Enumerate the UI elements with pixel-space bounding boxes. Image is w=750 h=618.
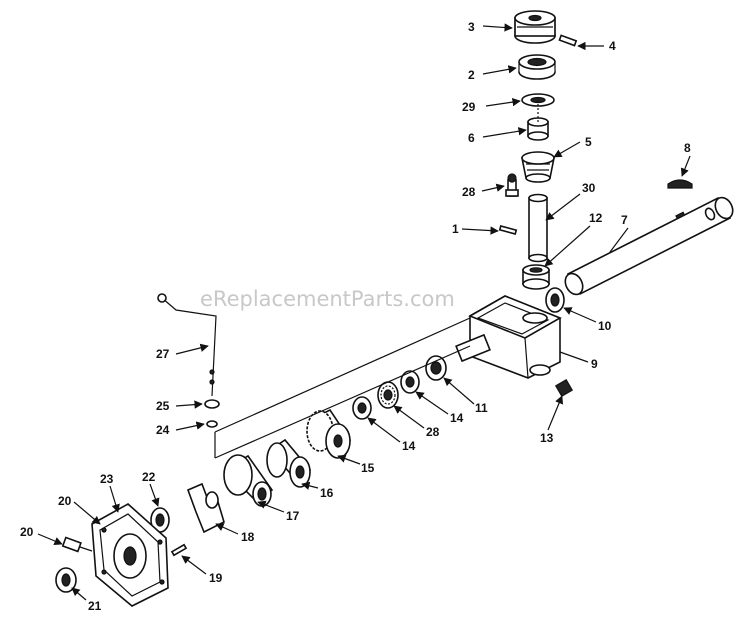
svg-text:1: 1 <box>452 222 459 236</box>
part-shift-lever <box>157 293 217 397</box>
part-vertical-shaft <box>528 193 548 263</box>
callout-21: 20 <box>58 494 101 525</box>
callout-4: 4 <box>577 39 616 53</box>
part-spur-gear <box>306 408 352 459</box>
callout-3: 3 <box>468 20 513 34</box>
part-roll-pin <box>170 543 188 557</box>
part-cover-plate <box>91 503 169 607</box>
svg-text:23: 23 <box>100 472 114 486</box>
part-thrust-washer-lower <box>352 396 372 420</box>
svg-text:28: 28 <box>426 425 440 439</box>
svg-text:8: 8 <box>684 141 691 155</box>
svg-text:3: 3 <box>468 20 475 34</box>
svg-text:6: 6 <box>468 131 475 145</box>
callout-20: 20 <box>20 525 63 545</box>
svg-text:29: 29 <box>462 100 476 114</box>
callout-1: 1 <box>452 222 499 236</box>
svg-text:24: 24 <box>156 423 170 437</box>
svg-text:2: 2 <box>468 68 475 82</box>
svg-text:14: 14 <box>450 411 464 425</box>
callout-26: 25 <box>156 399 203 413</box>
svg-text:28: 28 <box>462 185 476 199</box>
part-grease-fitting <box>505 173 519 197</box>
svg-text:7: 7 <box>621 213 628 227</box>
callout-16: 16 <box>301 481 334 500</box>
callout-13: 13 <box>540 395 564 445</box>
svg-text:20: 20 <box>20 525 34 539</box>
callout-25: 24 <box>156 421 205 437</box>
part-collar <box>266 438 312 488</box>
callout-11: 11 <box>443 377 488 415</box>
callout-12: 12 <box>544 211 603 267</box>
svg-text:11: 11 <box>475 401 488 415</box>
svg-text:21: 21 <box>88 599 102 613</box>
svg-text:13: 13 <box>540 431 554 445</box>
part-bearing-upper <box>518 54 556 80</box>
svg-text:14: 14 <box>402 439 416 453</box>
part-shift-fork <box>186 482 225 534</box>
part-pin <box>498 225 518 235</box>
callout-30: 29 <box>462 97 521 114</box>
callout-10: 10 <box>563 307 612 333</box>
callout-27: 27 <box>156 343 209 361</box>
svg-text:22: 22 <box>142 470 156 484</box>
part-oil-seal <box>55 567 77 593</box>
svg-text:20: 20 <box>58 494 72 508</box>
part-gear-housing <box>455 295 562 379</box>
callout-14-upper: 14 <box>415 391 464 425</box>
svg-text:4: 4 <box>609 39 616 53</box>
svg-text:16: 16 <box>320 486 334 500</box>
svg-text:9: 9 <box>591 357 598 371</box>
svg-text:19: 19 <box>209 571 223 585</box>
part-thrust-bearing <box>377 381 399 409</box>
callout-7: 7 <box>609 213 629 253</box>
svg-text:5: 5 <box>585 135 592 149</box>
part-clutch-cone <box>223 454 274 507</box>
callout-5: 5 <box>553 135 592 158</box>
callout-19: 19 <box>181 555 223 585</box>
callout-15: 15 <box>337 454 375 475</box>
part-plug <box>554 378 574 398</box>
callout-29: 28 <box>462 183 505 199</box>
callout-18: 18 <box>215 523 255 544</box>
assembly-centerlines <box>214 100 539 459</box>
callout-6: 6 <box>468 127 527 145</box>
svg-text:10: 10 <box>598 319 612 333</box>
callout-8: 8 <box>680 141 691 177</box>
svg-text:15: 15 <box>361 461 375 475</box>
part-key <box>558 34 578 47</box>
callout-14-lower: 14 <box>367 417 416 453</box>
part-seal <box>545 287 565 313</box>
part-bearing-right <box>425 355 447 381</box>
watermark-text: eReplacementParts.com <box>200 287 455 311</box>
part-pulley <box>514 10 556 44</box>
callout-2: 2 <box>468 65 517 82</box>
svg-text:25: 25 <box>156 399 170 413</box>
part-thrust-washer-upper <box>400 370 420 394</box>
callout-9: 9 <box>559 351 598 371</box>
svg-text:17: 17 <box>286 509 300 523</box>
callout-23: 22 <box>142 470 160 507</box>
callout-22: 21 <box>71 587 102 613</box>
part-horizontal-tube <box>564 196 734 296</box>
callout-31: 30 <box>545 181 596 221</box>
callout-28: 28 <box>393 405 440 439</box>
part-washer-small <box>206 420 218 428</box>
svg-text:27: 27 <box>156 347 170 361</box>
callout-17: 17 <box>257 500 300 523</box>
svg-text:12: 12 <box>589 211 603 225</box>
part-bolt <box>61 536 93 553</box>
part-key-small <box>667 179 693 189</box>
part-bearing-mid <box>522 264 550 290</box>
svg-text:30: 30 <box>582 181 596 195</box>
callout-24: 23 <box>100 472 120 513</box>
part-clip <box>204 399 220 409</box>
part-bevel-gear-upper <box>521 151 555 183</box>
svg-text:18: 18 <box>241 530 255 544</box>
